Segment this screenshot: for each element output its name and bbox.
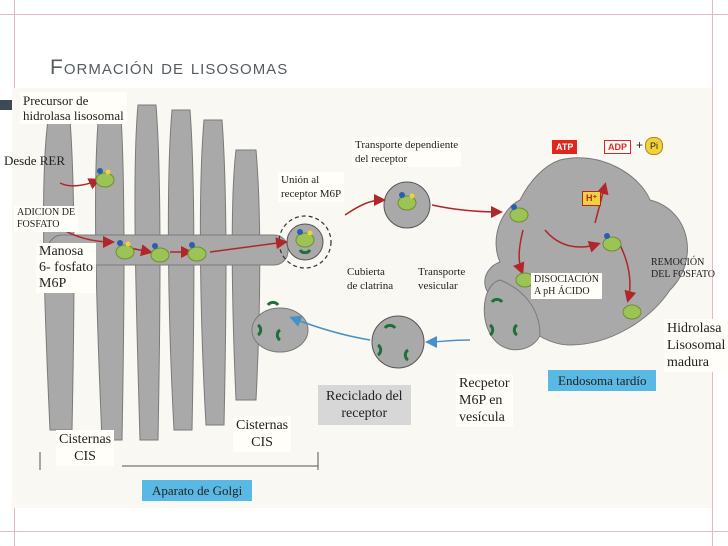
label-receptor-vesicula: Recpetor M6P en vesícula [456, 374, 513, 427]
endosome-bud [483, 279, 541, 351]
label-precursor: Precursor de hidrolasa lisosomal [20, 92, 127, 124]
slide-frame-right [712, 0, 713, 546]
label-disociacion: DISOCIACIÓN A pH ÁCIDO [531, 273, 602, 299]
label-reciclado: Reciclado del receptor [318, 385, 411, 425]
flow-arrows [59, 178, 637, 303]
label-cisternas-cis-right: Cisternas CIS [233, 416, 292, 452]
phosphate-icon: Pi [645, 137, 663, 155]
slide-title: Formación de lisosomas [50, 56, 289, 79]
label-hidrolasa-madura: Hidrolasa Lisosomal madura [664, 319, 728, 372]
proton-pump-icon: H⁺ [582, 191, 602, 206]
label-endosoma-tardio: Endosoma tardío [548, 370, 657, 391]
label-aparato-golgi: Aparato de Golgi [142, 480, 253, 501]
label-cubierta-clatrina: Cubierta de clatrina [347, 266, 394, 292]
label-transporte-vesicular: Transporte vesicular [418, 266, 466, 292]
recycling-vesicle [371, 315, 425, 369]
adp-tag: ADP [604, 140, 632, 154]
label-cisternas-cis-left: Cisternas CIS [56, 430, 115, 466]
label-manosa: Manosa 6- fosfato M6P [36, 243, 97, 293]
slide-frame-top [0, 14, 728, 15]
label-remocion: REMOCIÓN DEL FOSFATO [651, 257, 715, 280]
hydrolase-molecules [95, 172, 642, 320]
label-union: Unión al receptor M6P [278, 172, 345, 202]
plus-sign: + [636, 138, 644, 152]
slide-frame-bottom [0, 531, 728, 532]
atp-tag: ATP [552, 140, 578, 154]
label-transporte-dependiente: Transporte dependiente del receptor [352, 137, 462, 167]
m6p-receptors [256, 248, 519, 362]
label-adicion-fosfato: ADICION DE FOSFATO [14, 206, 79, 232]
recycling-arrows [289, 315, 471, 348]
label-desde-rer: Desde RER [4, 153, 66, 168]
m6p-markers [97, 168, 610, 249]
bullet-marker [0, 100, 12, 110]
